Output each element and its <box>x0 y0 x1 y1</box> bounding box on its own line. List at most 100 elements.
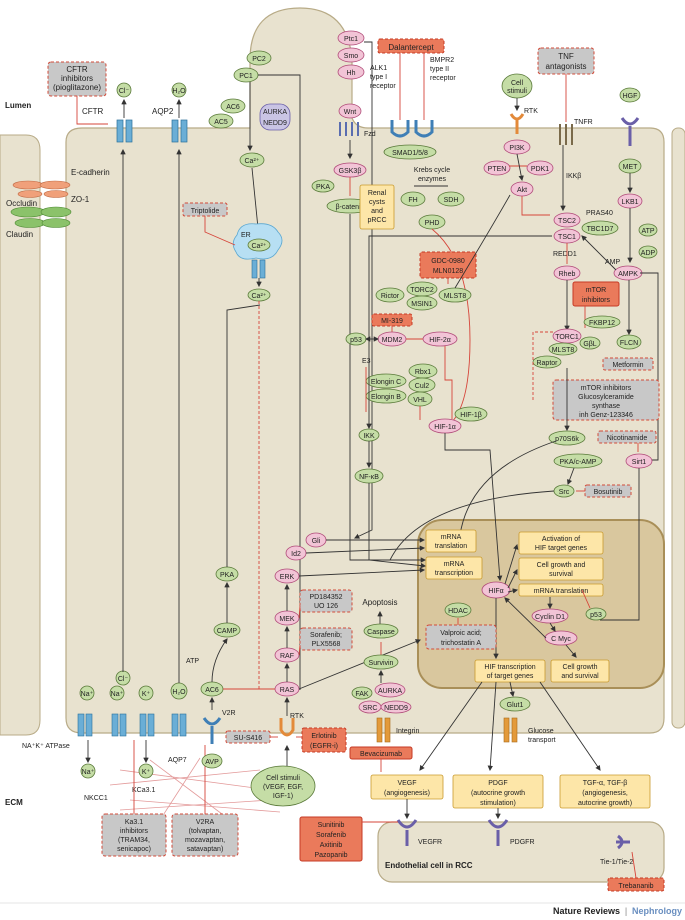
cftr-group: CFTR inhibitors (pioglitazone) CFTR Cl⁻ … <box>47 61 188 143</box>
vhl-label: VHL <box>413 397 427 404</box>
er-ca-label: Ca²⁺ <box>252 243 267 250</box>
lumen-label: Lumen <box>5 101 31 110</box>
kca31 <box>139 713 147 737</box>
footer: Nature Reviews | Nephrology <box>0 902 685 916</box>
apoptosis-group: Apoptosis Caspase Survivin FAK AURKA SRC… <box>351 598 419 743</box>
raf-label: RAF <box>280 653 294 660</box>
caspase-label: Caspase <box>367 629 395 636</box>
pten-label: PTEN <box>488 166 507 173</box>
claudin-label: Claudin <box>6 230 33 239</box>
integrin-bar-1 <box>376 717 383 743</box>
trebananib-label: Trebananib <box>618 883 653 890</box>
ka31-label-3: (TRAM34, <box>118 837 150 844</box>
v2ra-label-4: satavaptan) <box>187 846 224 853</box>
metformin-label: Metformin <box>612 362 643 369</box>
mtor-inhibitors-label: mTOR <box>586 287 606 294</box>
k-out-label: K⁺ <box>142 769 151 776</box>
aurka-label: AURKA <box>378 688 402 695</box>
nkcc1-label: NKCC1 <box>84 795 108 802</box>
alk1-label-2: type I <box>370 74 387 81</box>
hdac-label: HDAC <box>448 608 468 615</box>
pras40-label: PRAS40 <box>586 210 613 217</box>
v2r-receptor <box>202 717 222 744</box>
tnfr-label: TNFR <box>574 119 593 126</box>
nicotinamide-label: Nicotinamide <box>607 435 648 442</box>
transport-label: transport <box>528 737 556 744</box>
tnf-antagonists-label-2: antagonists <box>546 62 587 71</box>
pdk1-label: PDK1 <box>531 166 549 173</box>
src-fak-label: SRC <box>363 705 378 712</box>
ptc1-label: Ptc1 <box>344 36 358 43</box>
glut1-label: Glut1 <box>507 702 524 709</box>
msin1-label: MSIN1 <box>411 301 433 308</box>
triptolide-label: Triptolide <box>191 208 220 215</box>
left-cell <box>0 134 41 736</box>
na-k-atpase <box>77 713 85 737</box>
pi3k-group: PI3K PTEN PDK1 Akt <box>483 139 554 216</box>
hif-transcription-label: HIF transcription <box>484 664 535 671</box>
secretion-group: Bevacizumab Glut1 Glucose transport <box>349 681 601 772</box>
id2-label: Id2 <box>291 551 301 558</box>
ikk-label: IKK <box>363 433 375 440</box>
erlotinib-label: Erlotinib <box>311 733 336 740</box>
er-label: ER <box>241 232 251 239</box>
plx5568-label: PLX5568 <box>312 641 341 648</box>
bmpr2-label-2: type II <box>430 66 449 73</box>
mi319-label: MI-319 <box>381 318 403 325</box>
mtor-gcs-label-4: inh Genz-123346 <box>579 412 633 419</box>
mtor-inhibitors-label-2: inhibitors <box>582 297 611 304</box>
met-receptor <box>620 117 640 146</box>
torc2-group: GDC-0980 MLN0128 Rictor TORC2 MSIN1 MLST… <box>375 194 511 311</box>
lkb1-label: LKB1 <box>621 199 638 206</box>
pka-camp-label: PKA/c-AMP <box>560 459 597 466</box>
rtk-top-label: RTK <box>524 108 538 115</box>
hif1b-label: HIF-1β <box>460 412 482 419</box>
zo1-label: ZO-1 <box>71 195 90 204</box>
ikkb-label: IKKβ <box>566 173 581 180</box>
mtor-gcs-label-3: synthase <box>592 403 620 410</box>
tgf-label-2: (angiogenesis, <box>582 790 628 797</box>
valproic-label: Valproic acid; <box>440 630 482 637</box>
wnt-label: Wnt <box>344 109 357 116</box>
dalantercept-label: Dalantercept <box>388 43 434 52</box>
cul2-label: Cul2 <box>415 383 430 390</box>
redd1-label: REDD1 <box>553 251 577 258</box>
atp-label: ATP <box>641 228 654 235</box>
mdm2-label: MDM2 <box>382 337 403 344</box>
tgf-label: TGF-α, TGF-β <box>583 780 628 787</box>
rtk-bottom-label: RTK <box>290 713 304 720</box>
pdgf-label-2: (autocrine growth <box>471 790 525 797</box>
tnfr-receptor <box>559 124 573 145</box>
vegfr-receptor <box>396 819 418 846</box>
sunitinib-label: Sunitinib <box>318 822 345 829</box>
transport-group: Na⁺ Na⁺ Cl⁻ K⁺ H₂O Na⁺ K⁺ NA⁺K⁺ ATPase N… <box>22 148 239 857</box>
adp-label: ADP <box>641 250 656 257</box>
renal-cysts-label-3: and <box>371 208 383 215</box>
bevacizumab-label: Bevacizumab <box>360 751 402 758</box>
raptor-label: Raptor <box>536 360 558 367</box>
hif-transcription-label-2: of target genes <box>487 673 534 680</box>
rtk-bottom-group: SU-S416 RTK Erlotinib (EGFR-i) Cell stim… <box>225 696 347 807</box>
flcn-label: FLCN <box>620 340 638 347</box>
hifa-label: HIFα <box>488 588 503 595</box>
activation-label-2: HIF target genes <box>535 545 588 552</box>
sorafenib-label: Sorafenib; <box>310 632 342 639</box>
ecm-label: ECM <box>5 798 23 807</box>
sirt1-label: Sirt1 <box>632 459 647 466</box>
mlst8-torc1-label: MLST8 <box>552 347 575 354</box>
vegf-label: VEGF <box>397 780 416 787</box>
alk1-label: ALK1 <box>370 65 387 72</box>
camp-group: PKA CAMP ATP AC6 <box>186 304 275 697</box>
mrna-transcription-label-2: transcription <box>435 570 473 577</box>
krebs-title: Krebs cycle <box>414 167 450 174</box>
v2ra-label-2: (tolvaptan, <box>189 828 222 835</box>
fzd-label: Fzd <box>364 131 376 138</box>
axitinib-label: Axitinib <box>320 842 343 849</box>
ac6-left-label: AC6 <box>205 687 219 694</box>
mek-label: MEK <box>279 616 295 623</box>
valproic-label-2: trichostatin A <box>441 640 481 647</box>
growth1-label: Cell growth and <box>537 562 586 569</box>
hif1a-label: HIF-1α <box>434 424 456 431</box>
gli-label: Gli <box>312 538 321 545</box>
na-out-label: Na⁺ <box>82 769 95 776</box>
